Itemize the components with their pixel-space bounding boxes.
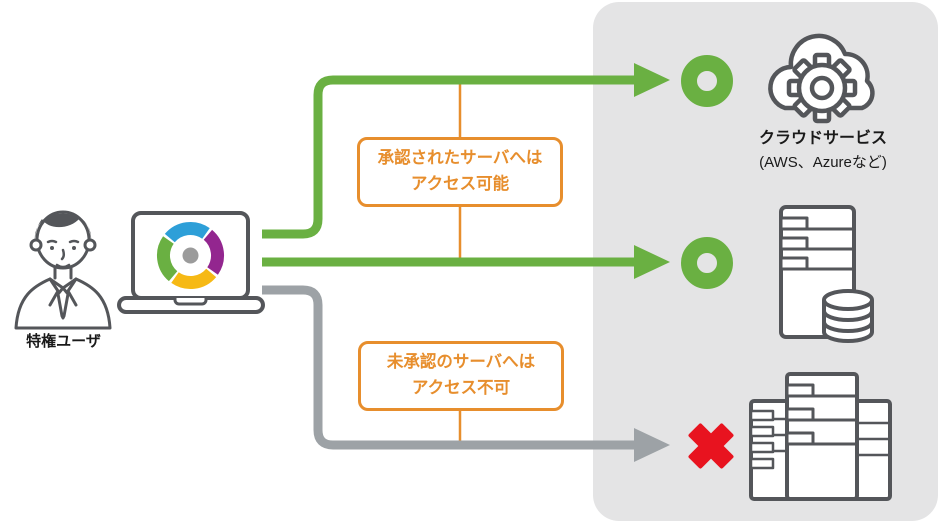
unapproved-callout-line2: アクセス不可: [411, 379, 511, 397]
denied-cross-icon: [688, 423, 734, 469]
allowed-circle-icon-cloud: [681, 55, 733, 107]
approved-access-callout: 承認されたサーバへは アクセス可能: [357, 137, 563, 207]
laptop-icon: [117, 211, 265, 314]
segmented-ring-logo: [156, 221, 225, 290]
cloud-service-subtitle: (AWS、Azureなど): [759, 154, 887, 171]
cloud-gear-icon: [768, 33, 875, 124]
privileged-user-icon: [14, 210, 112, 330]
approved-callout-line1: 承認されたサーバへは: [377, 149, 543, 168]
unapproved-callout-line1: 未承認のサーバへは: [386, 353, 536, 372]
server-database-icon: [779, 205, 874, 343]
privileged-user-label: 特権ユーザ: [26, 333, 101, 350]
server-middle: [785, 372, 859, 501]
cloud-service-label: クラウドサービス (AWS、Azureなど): [723, 124, 923, 172]
laptop-notch: [173, 298, 208, 306]
database-cylinder: [822, 289, 874, 343]
unapproved-access-callout: 未承認のサーバへは アクセス不可: [358, 341, 564, 411]
logo-center-dot: [182, 247, 199, 264]
cloud-service-title: クラウドサービス: [758, 130, 887, 147]
server-group-icon: [749, 372, 892, 501]
gear-shape: [786, 52, 858, 124]
approved-callout-line2: アクセス可能: [410, 175, 510, 193]
allowed-circle-icon-server: [681, 237, 733, 289]
